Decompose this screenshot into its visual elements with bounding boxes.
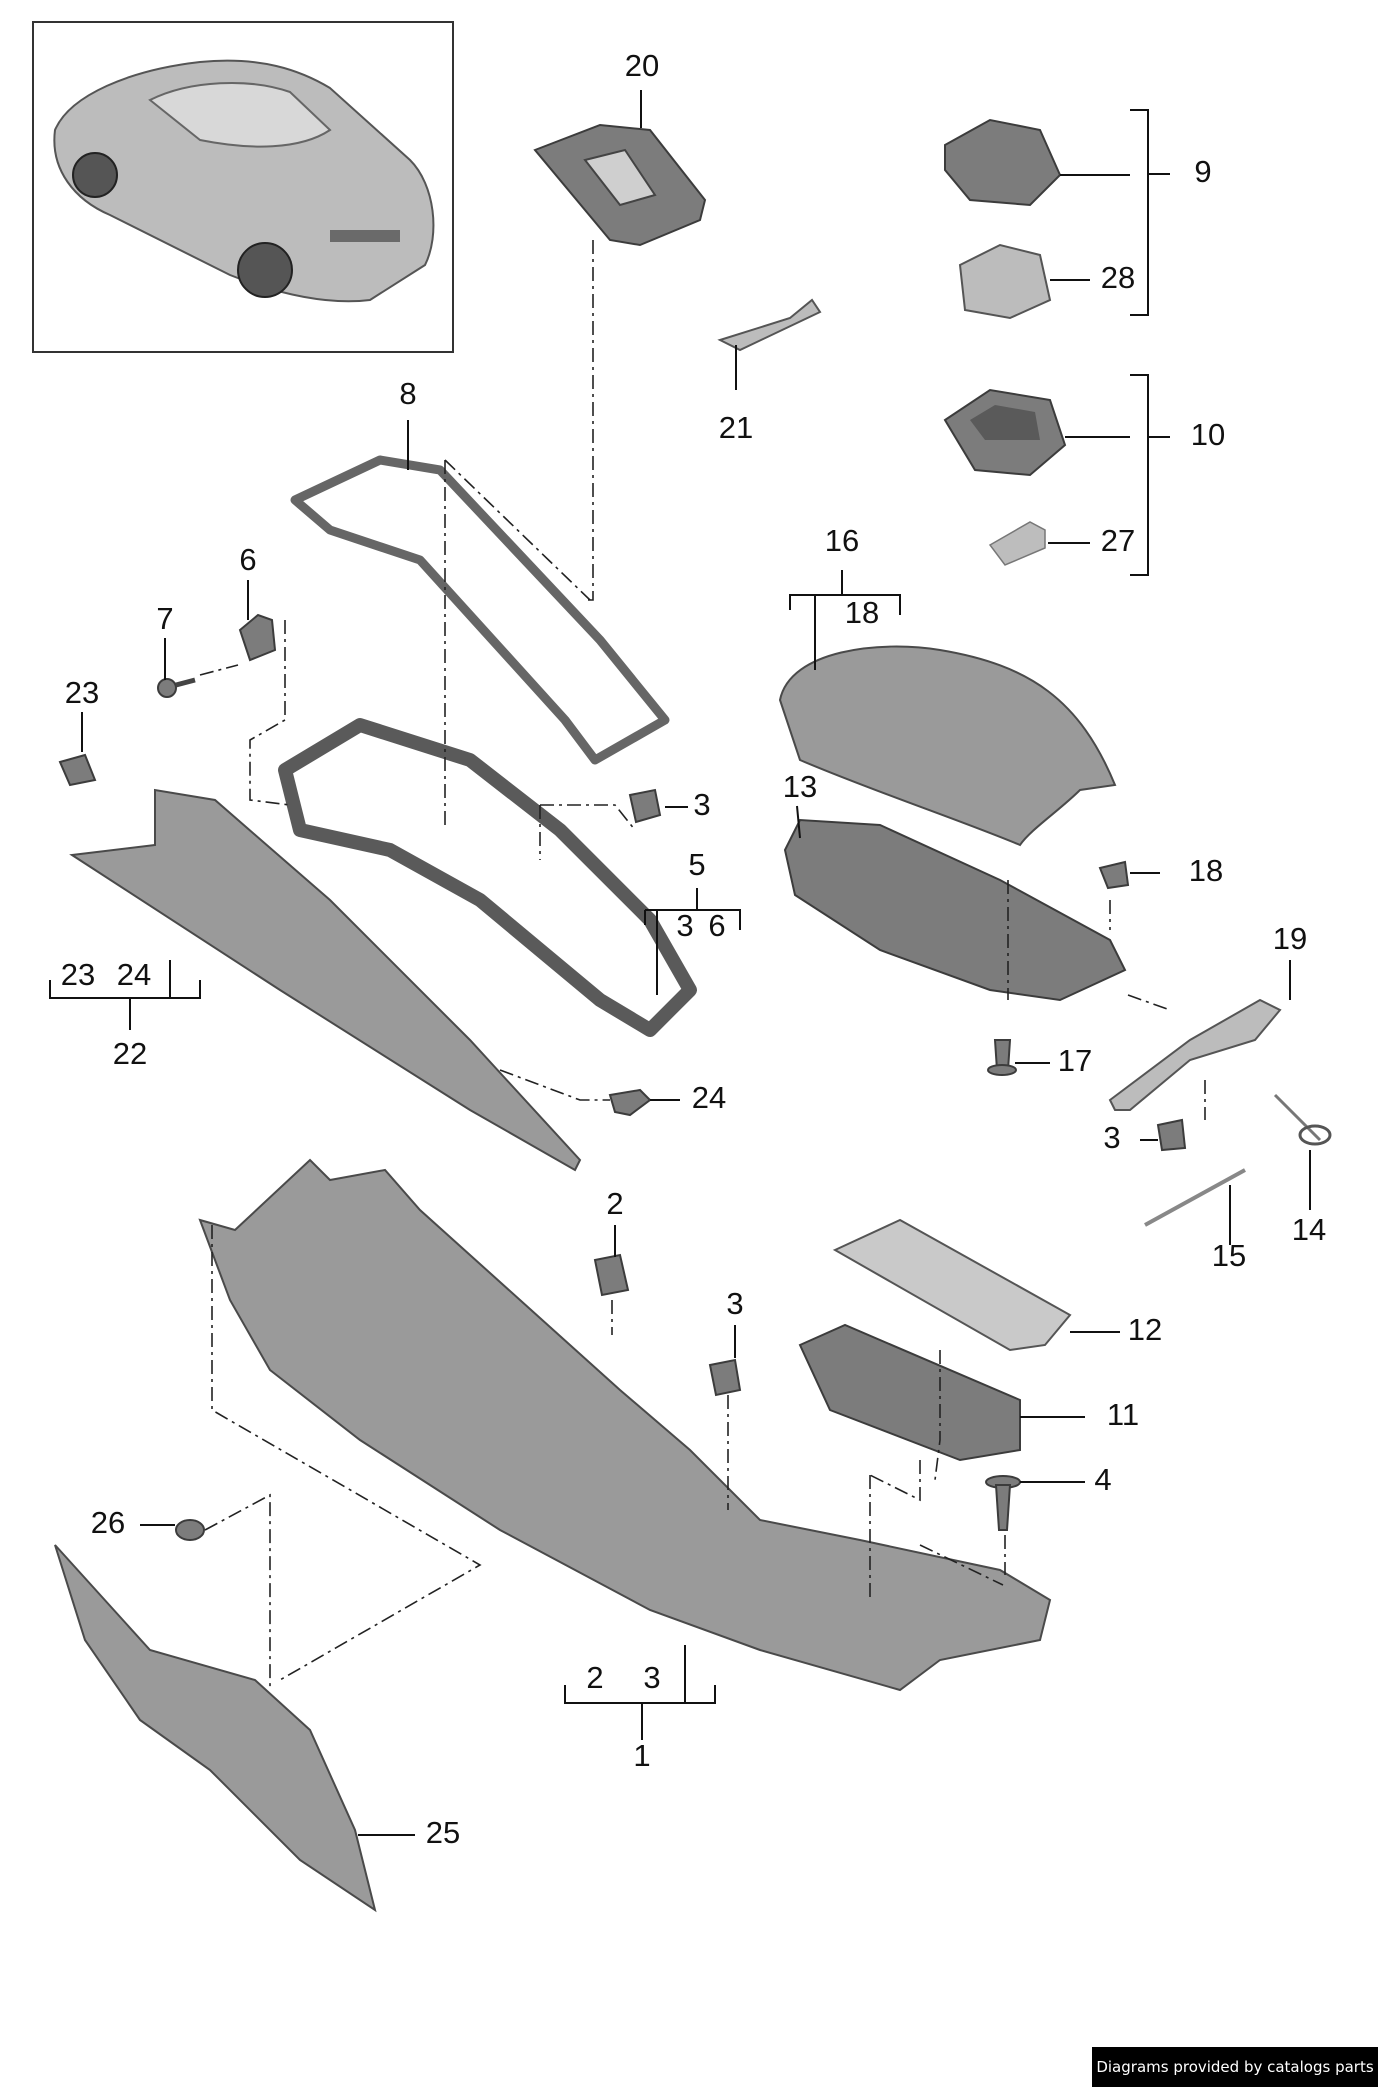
- callout-3-right: 3: [1103, 1120, 1120, 1155]
- callout-7: 7: [156, 601, 173, 636]
- part-18-clip: [1098, 860, 1130, 890]
- callout-13: 13: [783, 769, 817, 804]
- part-14-spring: [1273, 1093, 1332, 1146]
- part-4-bolt: [985, 1475, 1021, 1531]
- callout-24: 24: [692, 1080, 726, 1115]
- part-2-clip: [593, 1253, 630, 1297]
- group-16-item-18: 18: [845, 595, 879, 630]
- part-1-console: [198, 1158, 1052, 1692]
- part-8-trim-frame: [290, 455, 670, 765]
- callout-6: 6: [239, 542, 256, 577]
- credit-banner: Diagrams provided by catalogs parts: [1092, 2047, 1378, 2087]
- callout-26: 26: [91, 1505, 125, 1540]
- group-5-item-3: 3: [676, 908, 693, 943]
- callout-1: 1: [633, 1738, 650, 1773]
- part-3-clip-mid: [708, 1358, 742, 1397]
- callout-10: 10: [1191, 417, 1225, 452]
- callout-11: 11: [1107, 1397, 1139, 1432]
- part-28-liner: [958, 243, 1052, 320]
- callout-20: 20: [625, 48, 659, 83]
- part-15-rod: [1144, 1168, 1246, 1227]
- callout-19: 19: [1273, 921, 1307, 956]
- part-13-armrest-base: [783, 818, 1127, 1002]
- callout-3-mid: 3: [726, 1286, 743, 1321]
- part-9-insert: [944, 118, 1062, 207]
- group-22-item-24: 24: [117, 957, 151, 992]
- callout-12: 12: [1128, 1312, 1162, 1347]
- group-1-item-3: 3: [643, 1660, 660, 1695]
- part-17-bolt: [987, 1039, 1017, 1076]
- part-7-screw: [157, 677, 196, 698]
- part-26-screw: [175, 1519, 205, 1541]
- callout-3: 3: [693, 787, 710, 822]
- part-10-tray: [943, 388, 1067, 477]
- vehicle-thumbnail: [32, 21, 454, 353]
- part-20-shifter-trim: [533, 123, 707, 247]
- callout-5: 5: [688, 847, 705, 882]
- part-24-clip: [608, 1088, 652, 1117]
- part-5-frame-carrier: [278, 718, 697, 1037]
- part-11-tray: [798, 1323, 1021, 1462]
- callout-27: 27: [1101, 523, 1135, 558]
- part-6-clip: [238, 613, 277, 662]
- callout-2: 2: [606, 1186, 623, 1221]
- part-3-clip-right: [1156, 1118, 1187, 1152]
- callout-17: 17: [1058, 1043, 1092, 1078]
- callout-28: 28: [1101, 260, 1135, 295]
- part-12-mat: [832, 1218, 1072, 1352]
- construction-lines: [199, 240, 1206, 1690]
- callout-9: 9: [1194, 154, 1211, 189]
- part-22-side-trim: [69, 788, 582, 1172]
- callout-15: 15: [1212, 1238, 1246, 1273]
- callout-14: 14: [1292, 1212, 1326, 1247]
- part-3-clip-top: [628, 788, 662, 824]
- part-25-side-panel: [54, 1544, 377, 1913]
- callout-22: 22: [113, 1036, 147, 1071]
- part-27-mat: [988, 521, 1046, 566]
- part-19-bracket: [1108, 998, 1282, 1111]
- callout-25: 25: [426, 1815, 460, 1850]
- group-5-item-6: 6: [708, 908, 725, 943]
- callout-21: 21: [719, 410, 753, 445]
- part-23-clip: [58, 753, 97, 787]
- callout-labels: 20 21 9 28 10 27 8 6 7 23 3 5 3 6 23 24 …: [61, 48, 1326, 1850]
- callout-23: 23: [65, 675, 99, 710]
- group-22-item-23: 23: [61, 957, 95, 992]
- callout-16: 16: [825, 523, 859, 558]
- part-16-armrest: [778, 645, 1117, 847]
- group-1-item-2: 2: [586, 1660, 603, 1695]
- leader-lines: [49, 90, 1311, 1836]
- callout-4: 4: [1094, 1462, 1111, 1497]
- part-21-clip: [717, 298, 822, 352]
- callout-8: 8: [399, 376, 416, 411]
- callout-18: 18: [1189, 853, 1223, 888]
